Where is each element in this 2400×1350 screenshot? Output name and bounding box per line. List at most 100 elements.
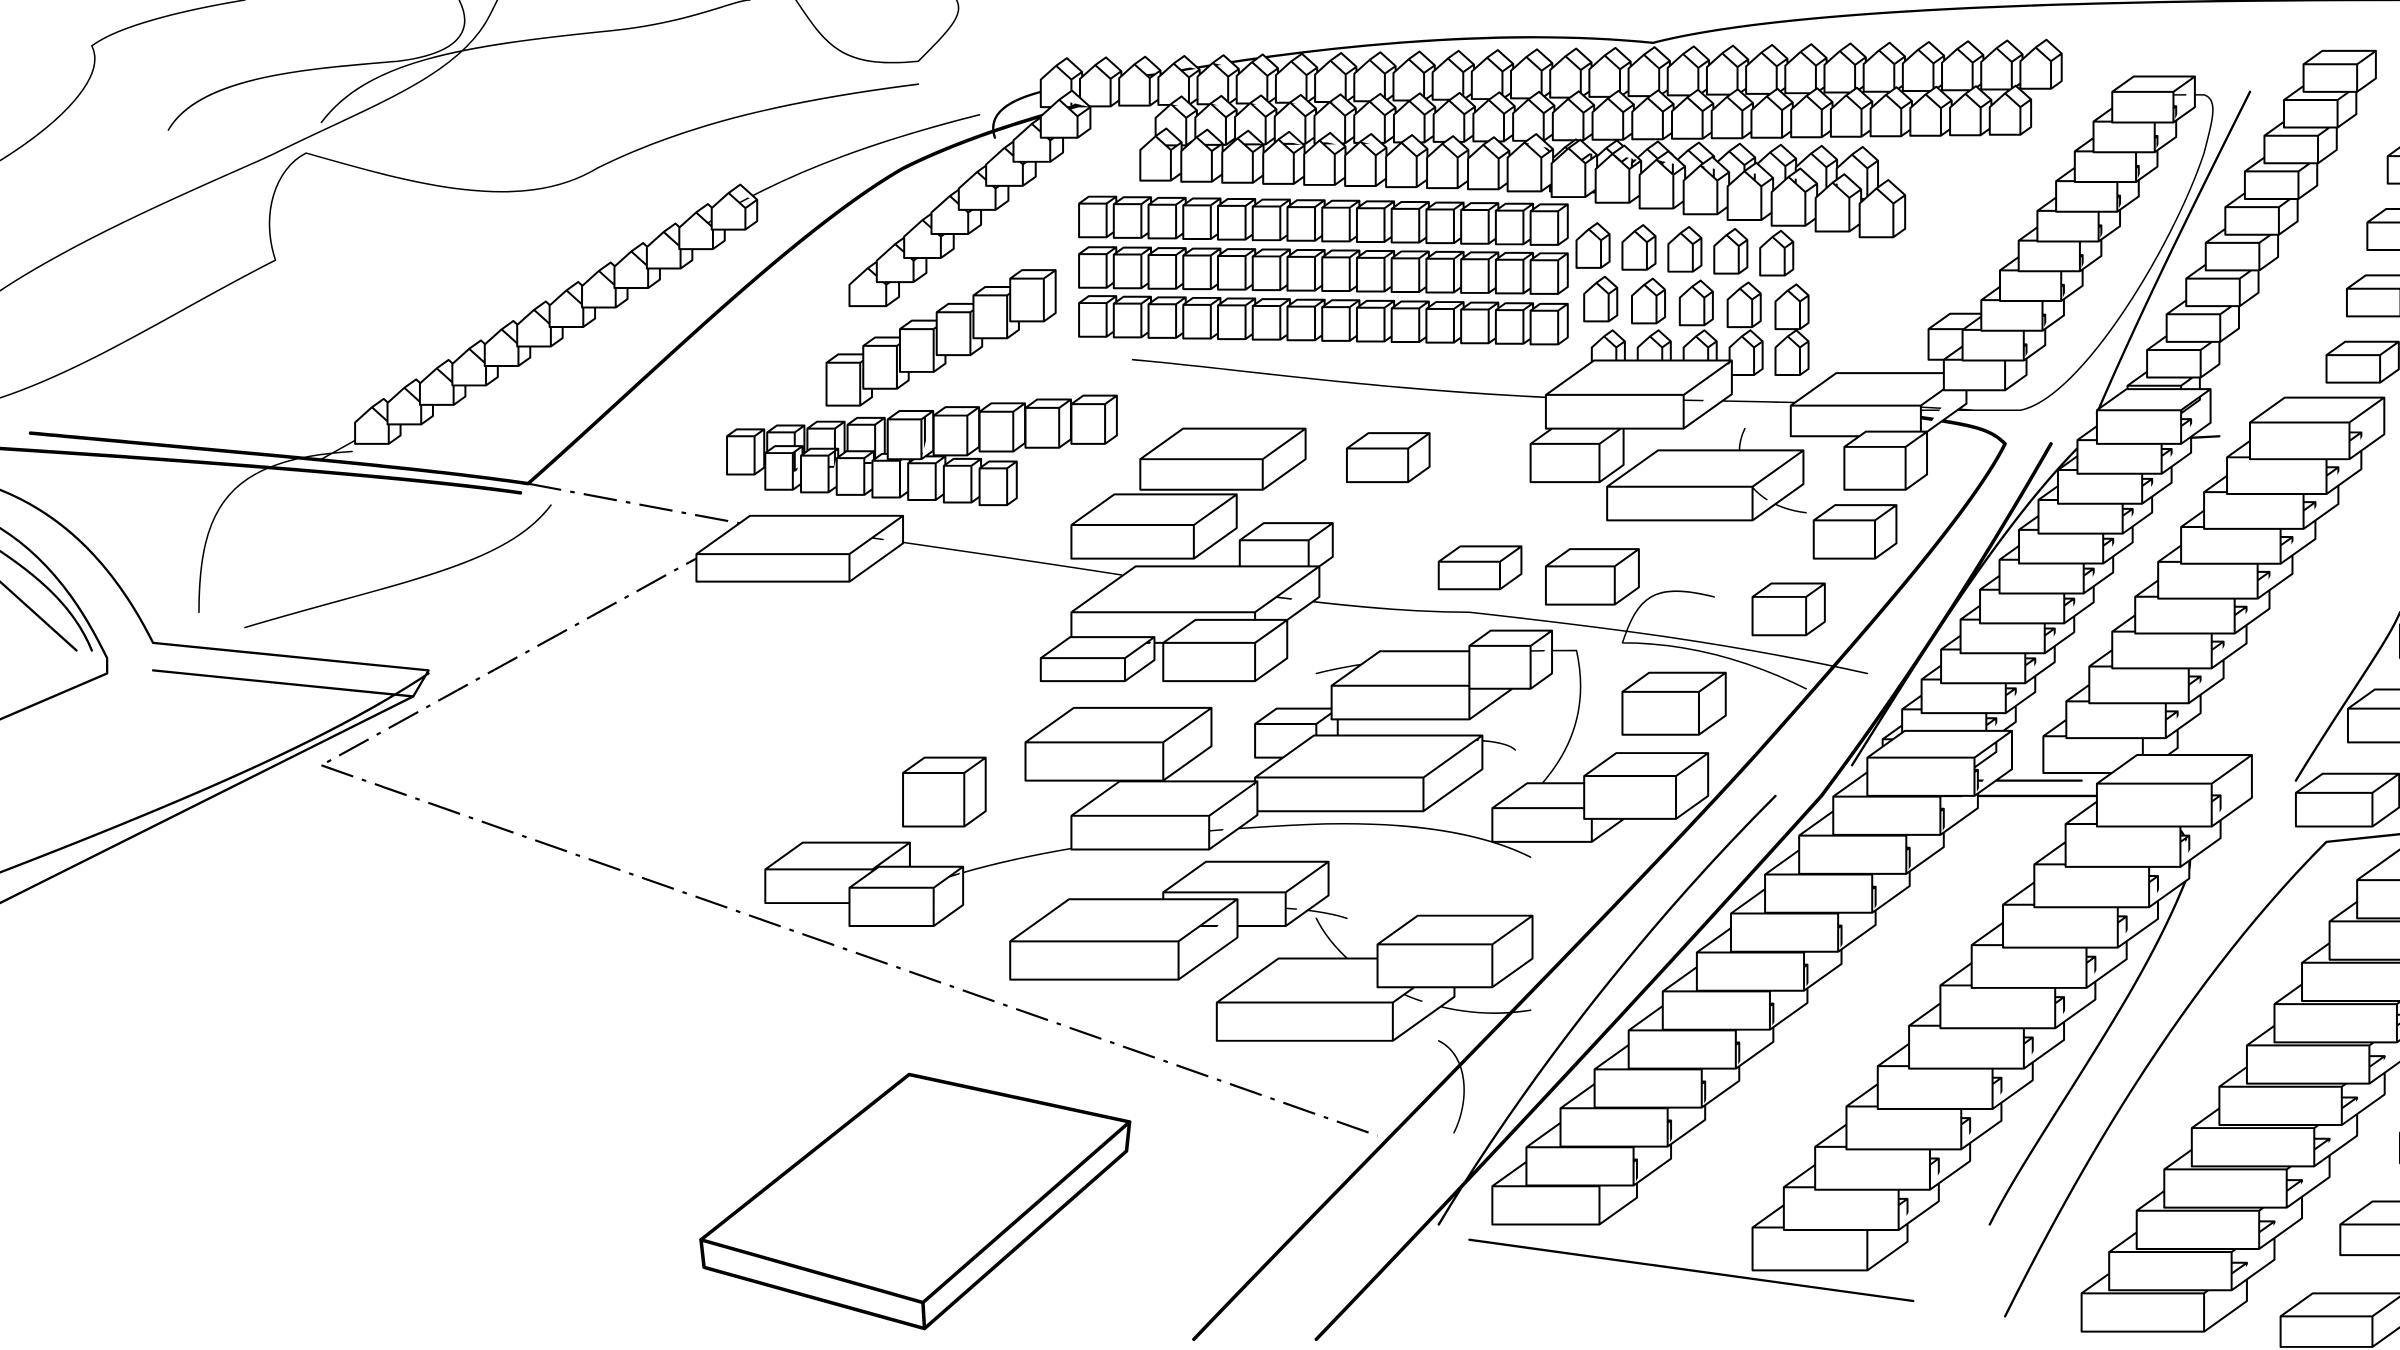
building-outline <box>1235 53 1280 105</box>
building <box>1774 329 1810 376</box>
building-outline <box>1551 90 1596 142</box>
building-outline <box>2095 753 2253 828</box>
building <box>1988 84 2033 136</box>
building <box>1118 55 1162 107</box>
building <box>1254 734 1484 813</box>
building <box>1431 49 1475 101</box>
building <box>1713 227 1749 275</box>
building <box>1251 248 1291 292</box>
building-outline <box>1321 299 1361 342</box>
building-outline <box>2386 146 2400 185</box>
boundary-line <box>320 519 766 767</box>
building-outline <box>1070 565 1321 644</box>
building <box>2019 38 2063 90</box>
building <box>1862 41 1906 93</box>
building <box>1024 706 1213 782</box>
building-outline <box>1666 45 1711 97</box>
building-outline <box>1162 618 1289 683</box>
boundary-line <box>321 764 1378 1137</box>
building-outline <box>1529 302 1569 346</box>
building <box>1594 144 1643 204</box>
building <box>1182 247 1222 291</box>
building <box>1510 48 1554 100</box>
building <box>1217 198 1257 241</box>
building-outline <box>1784 43 1828 95</box>
building-outline <box>1286 199 1326 242</box>
building-outline <box>1078 246 1118 289</box>
building-outline <box>1941 40 1985 92</box>
building-outline <box>2185 264 2260 308</box>
building-outline <box>2095 388 2212 445</box>
building <box>2345 274 2400 318</box>
building <box>1550 138 1599 199</box>
diagonal-road <box>1314 442 2053 1342</box>
building <box>1790 87 1834 139</box>
top-road <box>1912 94 2214 411</box>
building <box>1506 133 1555 193</box>
contour-line <box>198 450 353 614</box>
building-outline <box>2146 335 2221 379</box>
building-outline <box>2302 49 2377 93</box>
building <box>1529 425 1625 484</box>
building <box>710 183 759 231</box>
building <box>1321 299 1361 342</box>
building-outline <box>2345 274 2400 318</box>
building <box>2185 264 2260 308</box>
building-outline <box>1591 89 1635 141</box>
building-outline <box>1460 251 1500 294</box>
building-outline <box>1070 780 1259 851</box>
building-outline <box>1009 269 1057 323</box>
building <box>2386 146 2400 185</box>
building-outline <box>1751 582 1826 637</box>
building-outline <box>1494 302 1535 345</box>
building-outline <box>726 428 766 476</box>
building <box>1829 86 1874 138</box>
building-outline <box>1039 636 1156 683</box>
building <box>1437 545 1523 591</box>
building <box>886 409 935 461</box>
building <box>1667 225 1703 273</box>
building <box>1759 229 1795 277</box>
building <box>1303 131 1347 186</box>
building <box>1529 252 1569 295</box>
building-outline <box>1750 87 1794 139</box>
building-outline <box>1274 52 1319 104</box>
building <box>1314 52 1358 103</box>
building-outline <box>1621 224 1657 271</box>
building <box>871 452 911 499</box>
building <box>1544 359 1733 430</box>
building-outline <box>1070 394 1118 445</box>
building-outline <box>1728 329 1764 376</box>
building <box>1321 199 1361 243</box>
building-outline <box>1588 46 1632 98</box>
building-outline <box>1549 47 1593 99</box>
building-outline <box>1774 329 1810 376</box>
building <box>1494 251 1535 295</box>
building-outline <box>1510 48 1554 100</box>
building <box>1039 89 1092 139</box>
building <box>1583 752 1710 820</box>
building-outline <box>1544 359 1733 430</box>
building <box>1866 729 2013 797</box>
building <box>1467 136 1511 191</box>
building-outline <box>1621 671 1727 736</box>
building-outline <box>1866 729 2013 797</box>
building <box>1814 173 1863 233</box>
building <box>1376 914 1534 989</box>
building <box>695 514 905 583</box>
building-outline <box>2279 1292 2400 1348</box>
building-outline <box>1254 734 1484 813</box>
building-outline <box>1314 52 1358 103</box>
building <box>1789 372 1968 438</box>
building <box>1286 249 1326 292</box>
building-outline <box>2346 688 2400 744</box>
building-outline <box>1182 247 1222 291</box>
building-outline <box>1078 295 1118 338</box>
building <box>1273 93 1318 145</box>
building-outline <box>1078 195 1118 239</box>
building-outline <box>978 402 1027 453</box>
building <box>2279 1292 2400 1348</box>
building <box>2165 299 2240 343</box>
building <box>2339 1200 2400 1257</box>
building-outline <box>1321 249 1361 293</box>
